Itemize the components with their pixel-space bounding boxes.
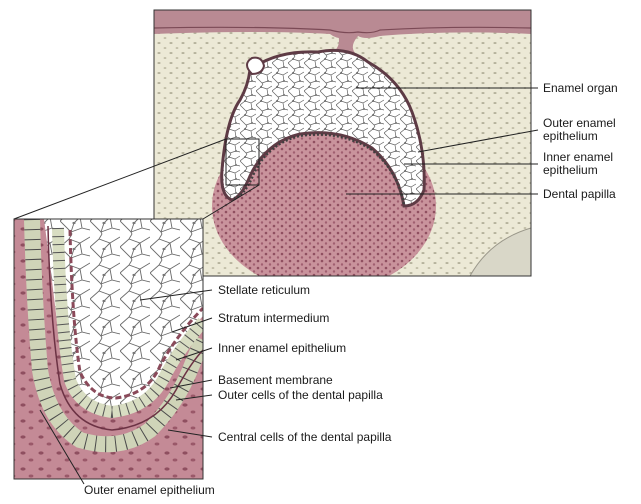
label-inner-enamel-epithelium: Inner enamel epithelium [218, 342, 346, 355]
label-outer-enamel-epithelium-2: epithelium [543, 130, 598, 143]
label-central-cells-dental-papilla: Central cells of the dental papilla [218, 431, 391, 444]
top-panel [154, 10, 531, 292]
label-outer-enamel-epithelium: Outer enamel epithelium [84, 484, 215, 497]
label-stellate-reticulum: Stellate reticulum [218, 284, 310, 297]
label-outer-cells-dental-papilla: Outer cells of the dental papilla [218, 389, 383, 402]
label-enamel-organ: Enamel organ [543, 82, 618, 95]
label-dental-papilla: Dental papilla [543, 188, 616, 201]
label-basement-membrane: Basement membrane [218, 374, 333, 387]
label-stratum-intermedium: Stratum intermedium [218, 312, 329, 325]
label-inner-enamel-epithelium-2: epithelium [543, 164, 598, 177]
detail-panel [14, 219, 203, 479]
